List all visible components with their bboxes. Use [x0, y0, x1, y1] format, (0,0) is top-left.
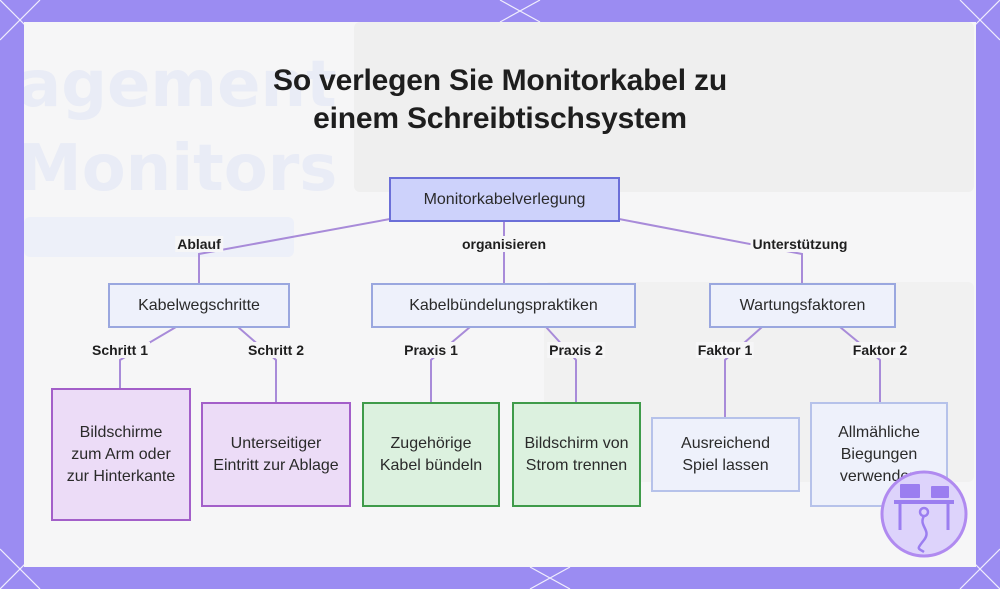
- background-text: Monitors: [24, 132, 338, 206]
- page-title: So verlegen Sie Monitorkabel zu einem Sc…: [273, 64, 727, 135]
- node-kabelbuendelungspraktiken: Kabelbündelungspraktiken: [371, 283, 636, 328]
- node-wartungsfaktoren: Wartungsfaktoren: [709, 283, 896, 328]
- edge-line: [545, 326, 577, 402]
- edge-label-faktor-2: Faktor 2: [850, 342, 910, 358]
- node-bildschirme-zum-arm: Bildschirme zum Arm oder zur Hinterkante: [51, 388, 191, 521]
- edge-line: [430, 326, 471, 402]
- node-zugehoerige-kabel: Zugehörige Kabel bündeln: [362, 402, 500, 507]
- node-unterseitiger-eintritt: Unterseitiger Eintritt zur Ablage: [201, 402, 351, 507]
- edge-label-unterstuetzung: Unterstützung: [750, 236, 850, 252]
- background-shape: [354, 22, 974, 192]
- node-kabelwegschritte: Kabelwegschritte: [108, 283, 290, 328]
- edge-line: [119, 326, 177, 388]
- edge-label-organisieren: organisieren: [459, 236, 549, 252]
- edge-line: [618, 218, 803, 283]
- node-root-monitorkabelverlegung: Monitorkabelverlegung: [389, 177, 620, 222]
- edge-label-ablauf: Ablauf: [175, 236, 223, 252]
- background-text: agement: [24, 48, 337, 122]
- desk-setup-icon: [880, 470, 968, 558]
- background-shape: [24, 217, 294, 257]
- node-ausreichend-spiel: Ausreichend Spiel lassen: [651, 417, 800, 492]
- edge-label-praxis-2: Praxis 2: [547, 342, 605, 358]
- edge-label-schritt-2: Schritt 2: [245, 342, 307, 358]
- edge-line: [724, 326, 763, 417]
- edge-label-praxis-1: Praxis 1: [402, 342, 460, 358]
- edge-line: [237, 326, 277, 402]
- edge-label-schritt-1: Schritt 1: [89, 342, 151, 358]
- node-allmaehliche-biegungen: Allmähliche Biegungen verwenden: [810, 402, 948, 507]
- node-bildschirm-von-strom: Bildschirm von Strom trennen: [512, 402, 641, 507]
- edge-label-faktor-1: Faktor 1: [695, 342, 755, 358]
- edge-line: [839, 326, 881, 402]
- edge-line: [198, 218, 391, 283]
